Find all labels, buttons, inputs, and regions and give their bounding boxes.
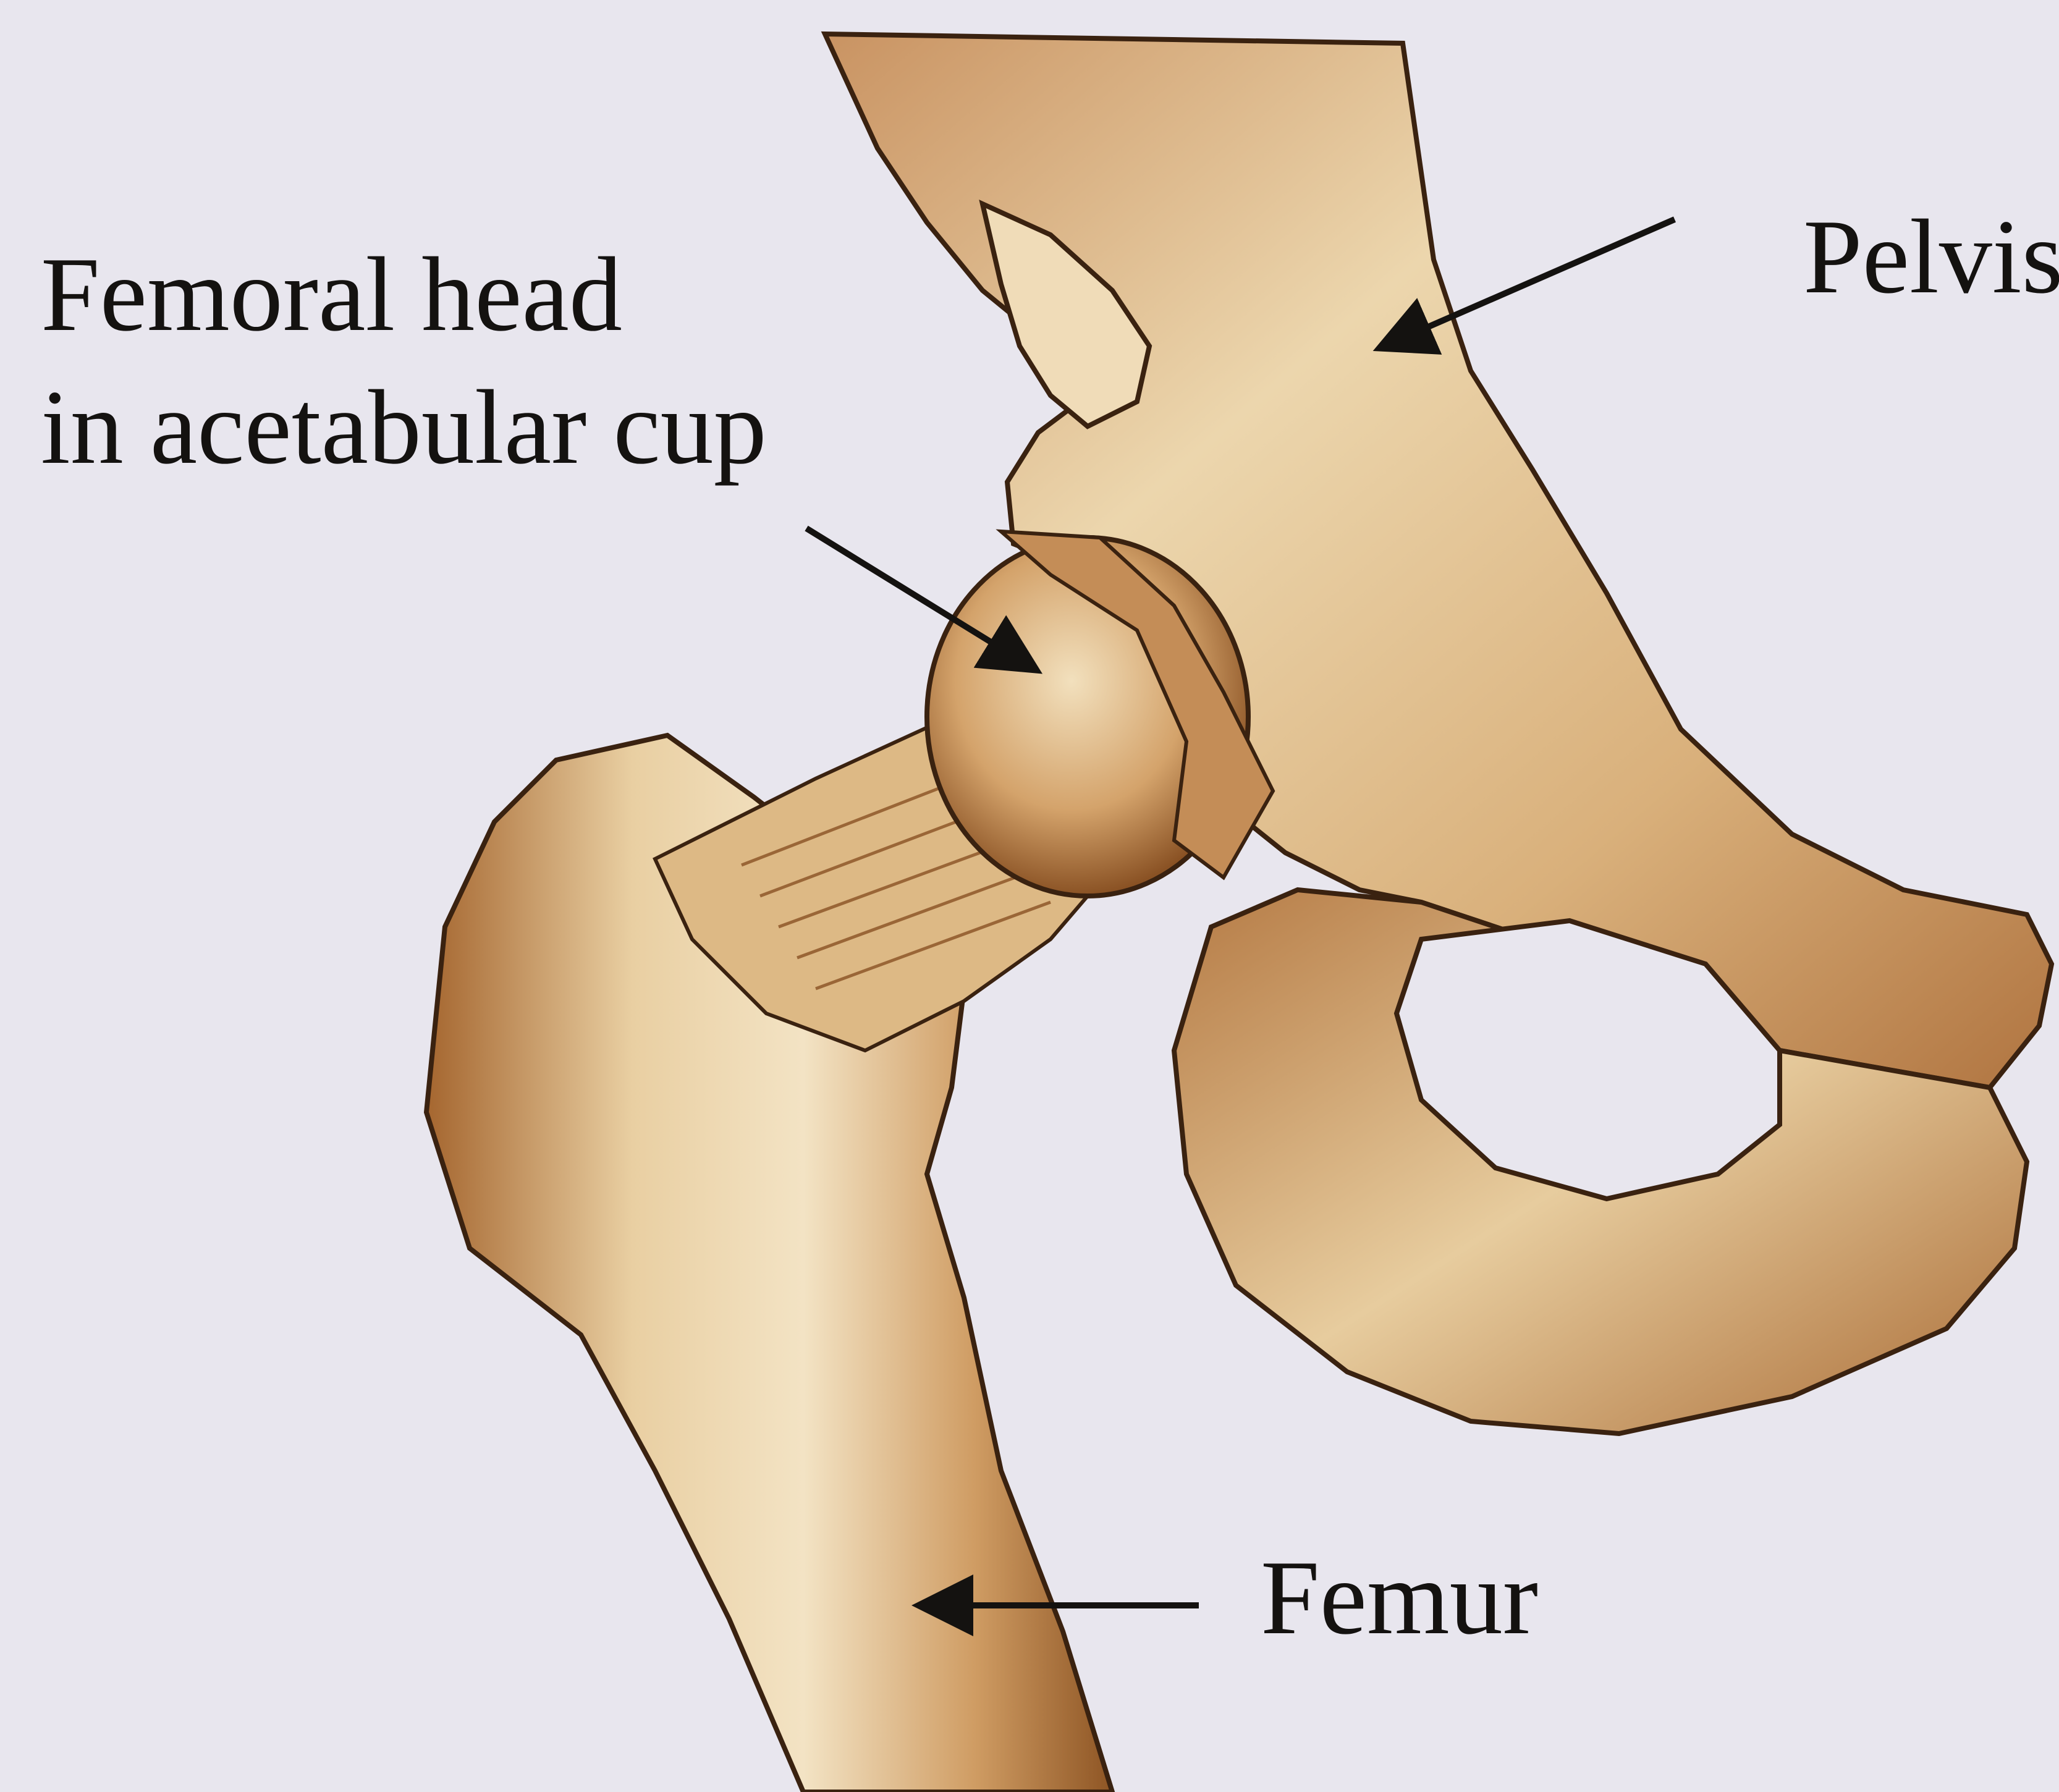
femur-label: Femur xyxy=(1261,1545,1538,1651)
femoral-head-label-line1: Femoral head xyxy=(41,229,767,361)
femoral-head-label-line2: in acetabular cup xyxy=(41,361,767,494)
pelvis-label: Pelvis xyxy=(1803,204,2059,310)
femoral-head-label: Femoral head in acetabular cup xyxy=(41,229,767,494)
